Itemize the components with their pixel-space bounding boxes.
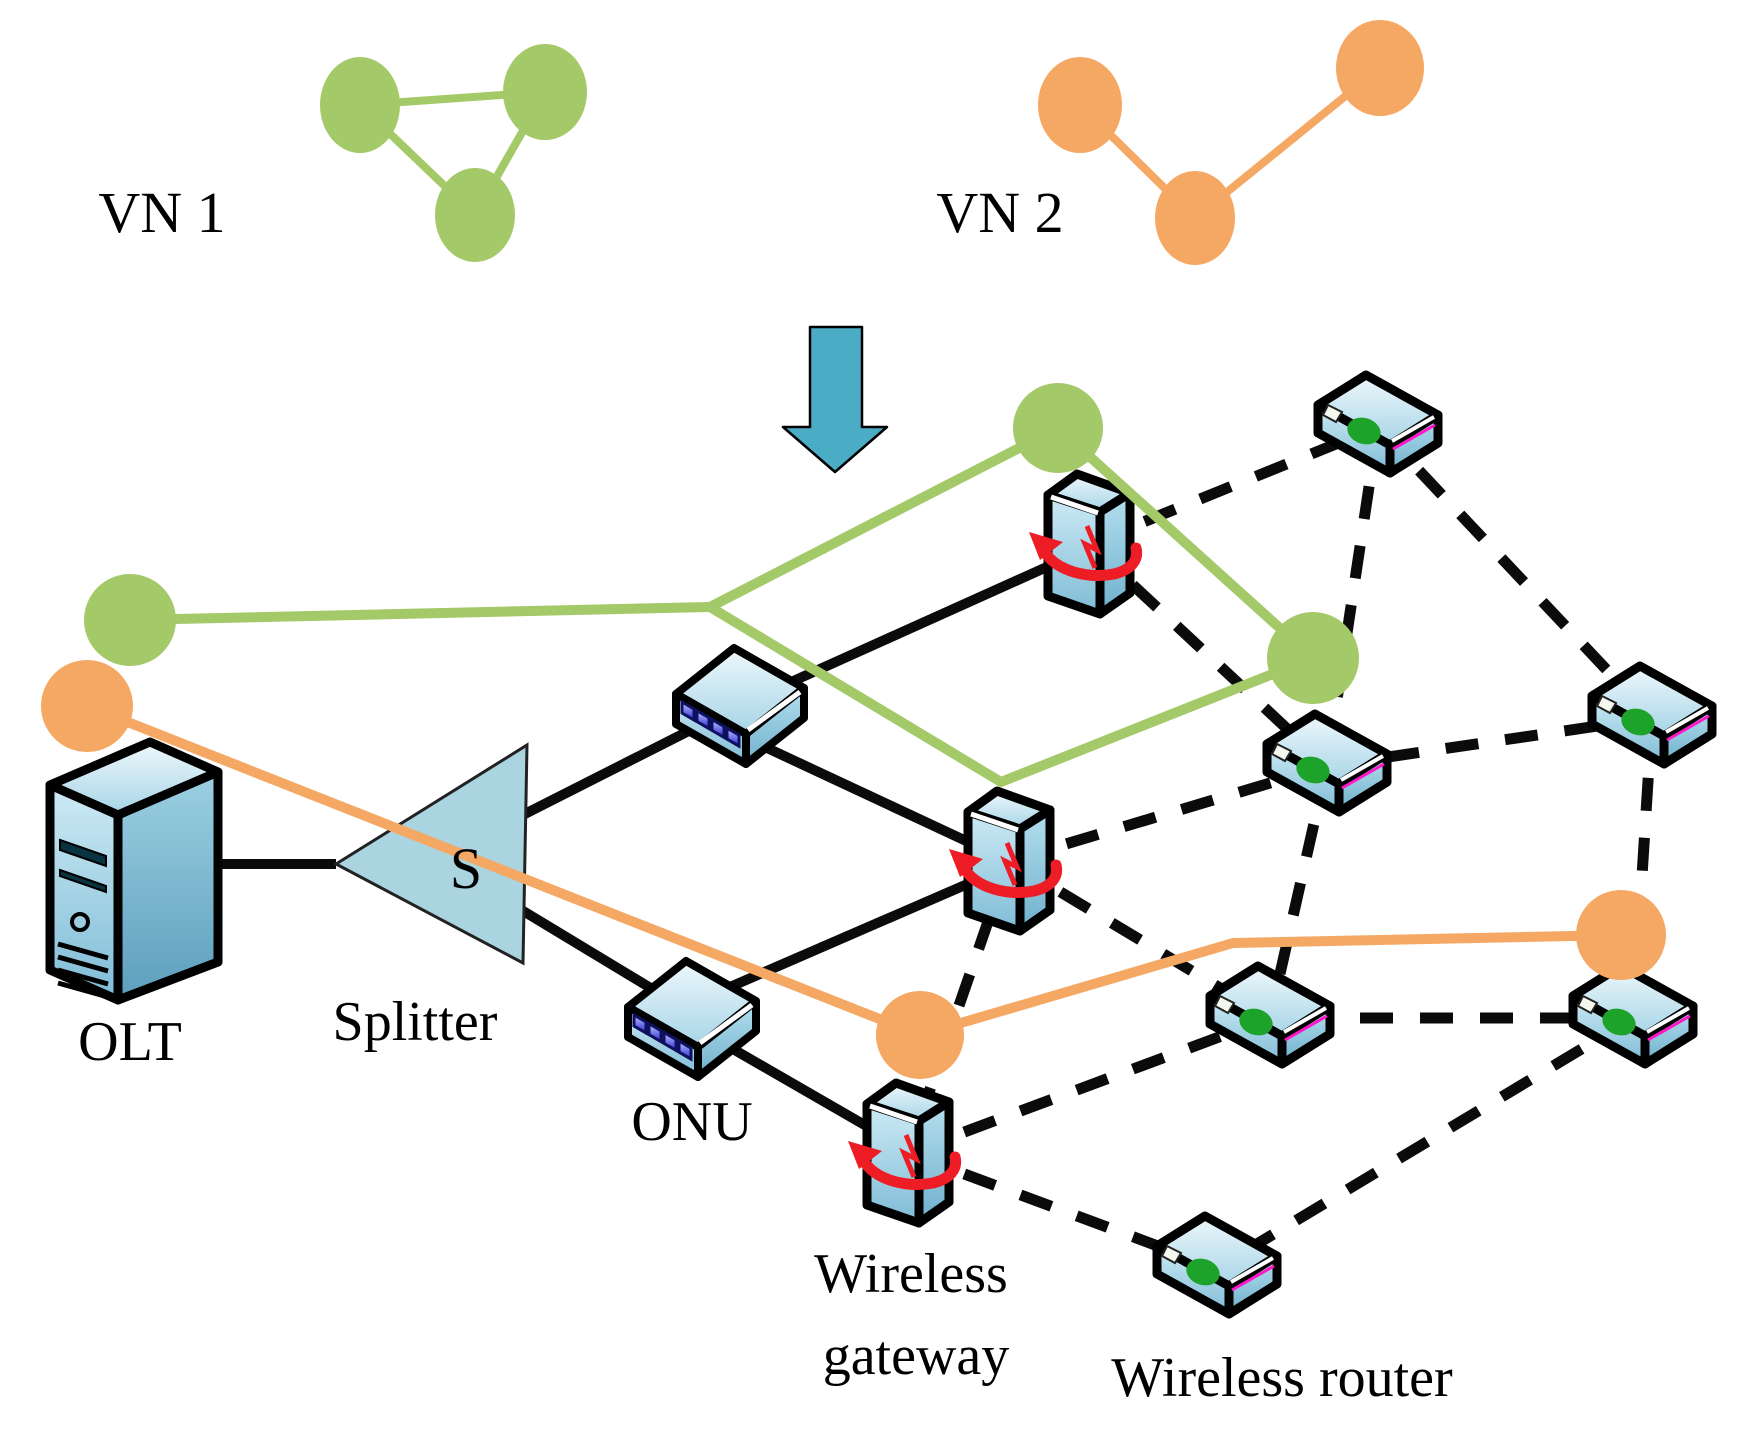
label-wireless-gateway-line1: Wireless	[814, 1243, 1008, 1305]
vn2-embedded-node	[876, 991, 964, 1079]
label-splitter: Splitter	[333, 991, 498, 1053]
embedding-arrow-icon	[781, 325, 889, 474]
wireless-router-1-device	[1313, 370, 1443, 478]
wireless-link	[1264, 764, 1333, 1020]
onu-1-device	[672, 644, 808, 768]
vn2-node	[1038, 57, 1122, 153]
wireless-link	[1214, 1013, 1636, 1273]
label-s: S	[450, 836, 482, 901]
status-led-icon	[1186, 1258, 1220, 1286]
rotation-arrow-icon	[855, 1149, 962, 1191]
vn-nodes-layer	[41, 383, 1666, 1079]
vn1-node	[320, 57, 400, 153]
wireless-router-6-device	[1152, 1211, 1282, 1319]
label-wireless-gateway-line2: gateway	[823, 1325, 1010, 1387]
rotation-arrow-icon	[1036, 540, 1143, 582]
wireless-gateway-2-device	[949, 786, 1063, 936]
olt-device	[45, 737, 223, 1005]
vn1-node	[503, 44, 587, 140]
vn1-embedded-edge	[705, 423, 1063, 612]
wireless-router-2-device	[1262, 709, 1392, 817]
vn1-label: VN 1	[98, 180, 225, 245]
status-led-icon	[1296, 756, 1330, 784]
vn1-embedded-edge	[705, 602, 1318, 787]
vn1-embedded-node	[1267, 612, 1359, 704]
labels-layer: OLT Splitter S ONU Wireless gateway Wireless r…	[78, 836, 1453, 1409]
vn1-embedded-edge	[125, 602, 715, 625]
vn2-embedded-node	[41, 660, 133, 752]
vn1-embedded-node	[84, 574, 176, 666]
devices-layer	[45, 370, 1717, 1319]
vn1-embedded-node	[1013, 383, 1103, 473]
vn2-request-graph: VN 2	[936, 20, 1424, 265]
vn-overlay-layer	[82, 423, 1626, 1040]
splitter-device	[332, 742, 529, 966]
vn2-label: VN 2	[936, 180, 1063, 245]
vn2-embedded-node	[1576, 890, 1666, 980]
wireless-link	[1086, 421, 1381, 550]
onu-2-device	[624, 957, 760, 1081]
rotation-arrow-icon	[956, 857, 1063, 899]
wireless-link	[1373, 423, 1657, 722]
status-led-icon	[1347, 417, 1381, 445]
vn1-node	[435, 168, 515, 262]
vn2-node	[1336, 20, 1424, 116]
top-vn-requests-layer: VN 1 VN 2	[98, 20, 1424, 474]
fiber-link	[737, 543, 1092, 710]
label-onu: ONU	[631, 1091, 752, 1153]
fiber-links-layer	[218, 543, 1092, 1155]
wireless-link	[906, 1012, 1272, 1159]
status-led-icon	[1239, 1008, 1273, 1036]
fiber-link	[698, 861, 1011, 1005]
vn1-request-graph: VN 1	[98, 44, 587, 262]
wireless-link	[1321, 426, 1384, 767]
vn1-embedded-edge	[1053, 423, 1318, 663]
wireless-router-4-device	[1568, 961, 1698, 1069]
label-wireless-router: Wireless router	[1111, 1347, 1453, 1409]
vn2-node	[1155, 171, 1235, 265]
wireless-gateway-3-device	[848, 1078, 962, 1228]
label-olt: OLT	[78, 1011, 182, 1073]
wireless-router-3-device	[1587, 661, 1717, 769]
wireless-gateway-1-device	[1029, 469, 1143, 619]
status-led-icon	[1621, 708, 1655, 736]
status-led-icon	[1602, 1008, 1636, 1036]
vn2-embedded-edge	[915, 930, 1626, 1040]
vn2-embedded-edge	[82, 701, 925, 1040]
wireless-router-5-device	[1205, 961, 1335, 1069]
